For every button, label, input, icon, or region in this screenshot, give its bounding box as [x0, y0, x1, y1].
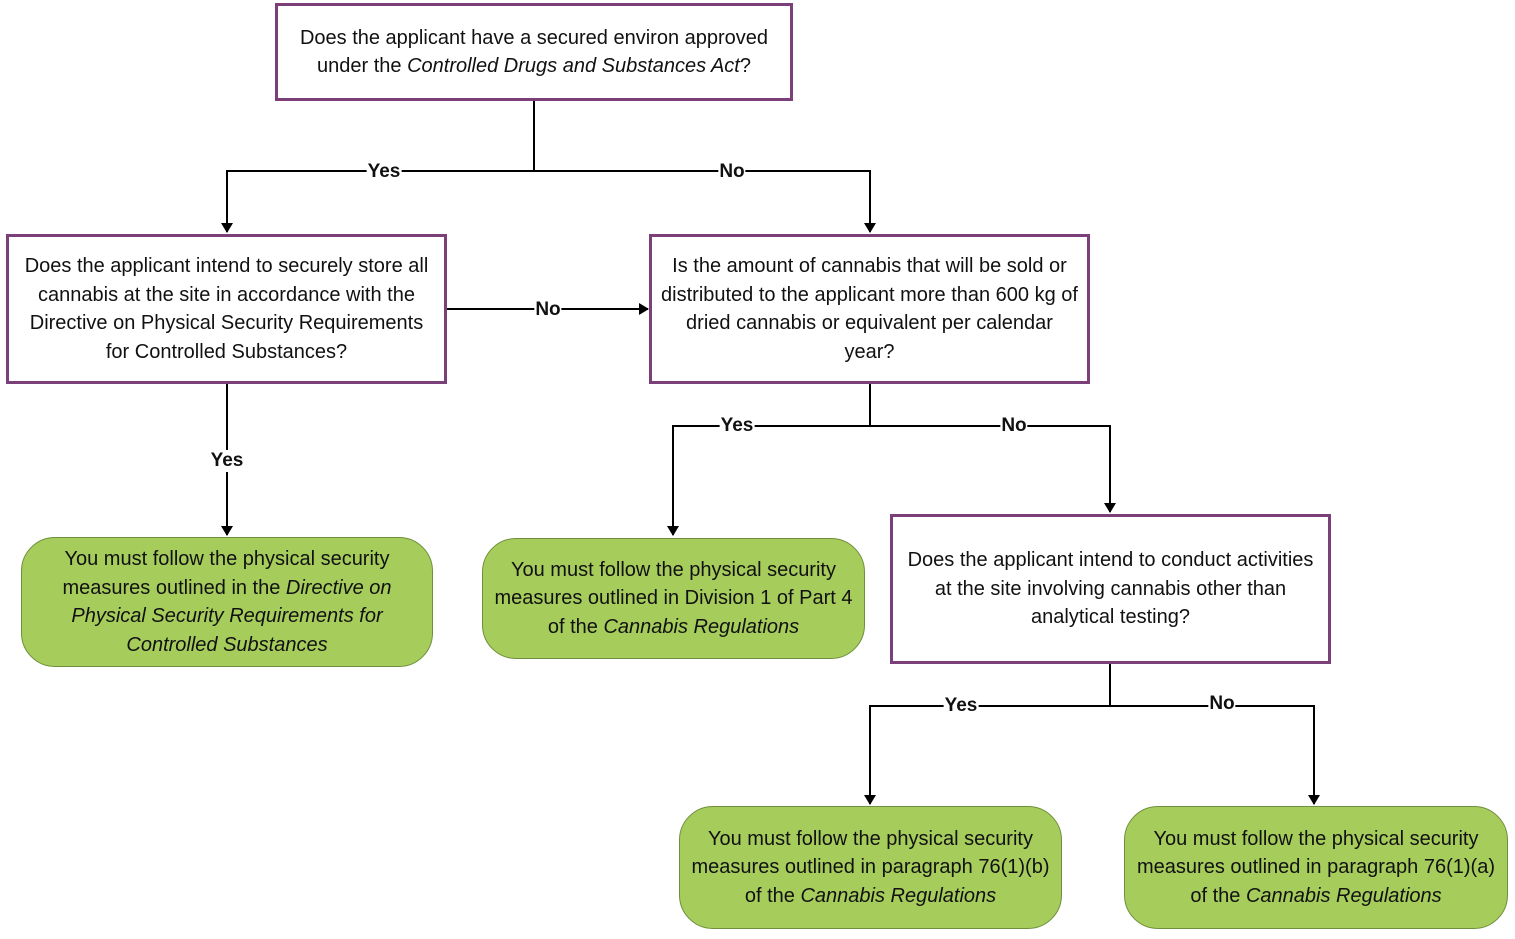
edge-label-q3-yes: Yes — [719, 415, 755, 437]
edge-label-q2-yes: Yes — [209, 450, 245, 472]
edge-label-q4-no: No — [1208, 693, 1236, 715]
result-paragraph-76-1-b: You must follow the physical security me… — [679, 806, 1062, 929]
question-amount-over-600kg-text: Is the amount of cannabis that will be s… — [661, 255, 1078, 363]
question-other-activities-text: Does the applicant intend to conduct act… — [907, 549, 1314, 629]
question-other-activities: Does the applicant intend to conduct act… — [890, 514, 1331, 664]
edge-label-q2-no: No — [534, 299, 562, 321]
result-paragraph-76-1-a: You must follow the physical security me… — [1124, 806, 1508, 929]
question-securely-store-text: Does the applicant intend to securely st… — [24, 255, 429, 363]
edge-q4-yes — [864, 663, 1111, 805]
edge-q3-yes — [667, 383, 871, 536]
result-directive: You must follow the physical security me… — [21, 537, 433, 667]
result-division-1-part-4: You must follow the physical security me… — [482, 538, 865, 659]
edge-label-q4-yes: Yes — [943, 695, 979, 717]
edge-label-q1-no: No — [718, 161, 746, 183]
question-secured-environ-text: Does the applicant have a secured enviro… — [299, 26, 769, 78]
question-securely-store: Does the applicant intend to securely st… — [6, 234, 447, 384]
result-division-1-part-4-text: You must follow the physical security me… — [494, 558, 853, 638]
question-amount-over-600kg: Is the amount of cannabis that will be s… — [649, 234, 1090, 384]
edge-label-q3-no: No — [1000, 415, 1028, 437]
question-secured-environ: Does the applicant have a secured enviro… — [275, 3, 793, 101]
result-paragraph-76-1-b-text: You must follow the physical security me… — [691, 827, 1050, 907]
edge-q4-no — [1110, 705, 1320, 805]
edge-q3-no — [870, 425, 1116, 513]
edge-label-q1-yes: Yes — [366, 161, 402, 183]
result-directive-text: You must follow the physical security me… — [62, 548, 392, 656]
result-paragraph-76-1-a-text: You must follow the physical security me… — [1137, 827, 1495, 907]
edge-q1-no — [534, 170, 876, 233]
